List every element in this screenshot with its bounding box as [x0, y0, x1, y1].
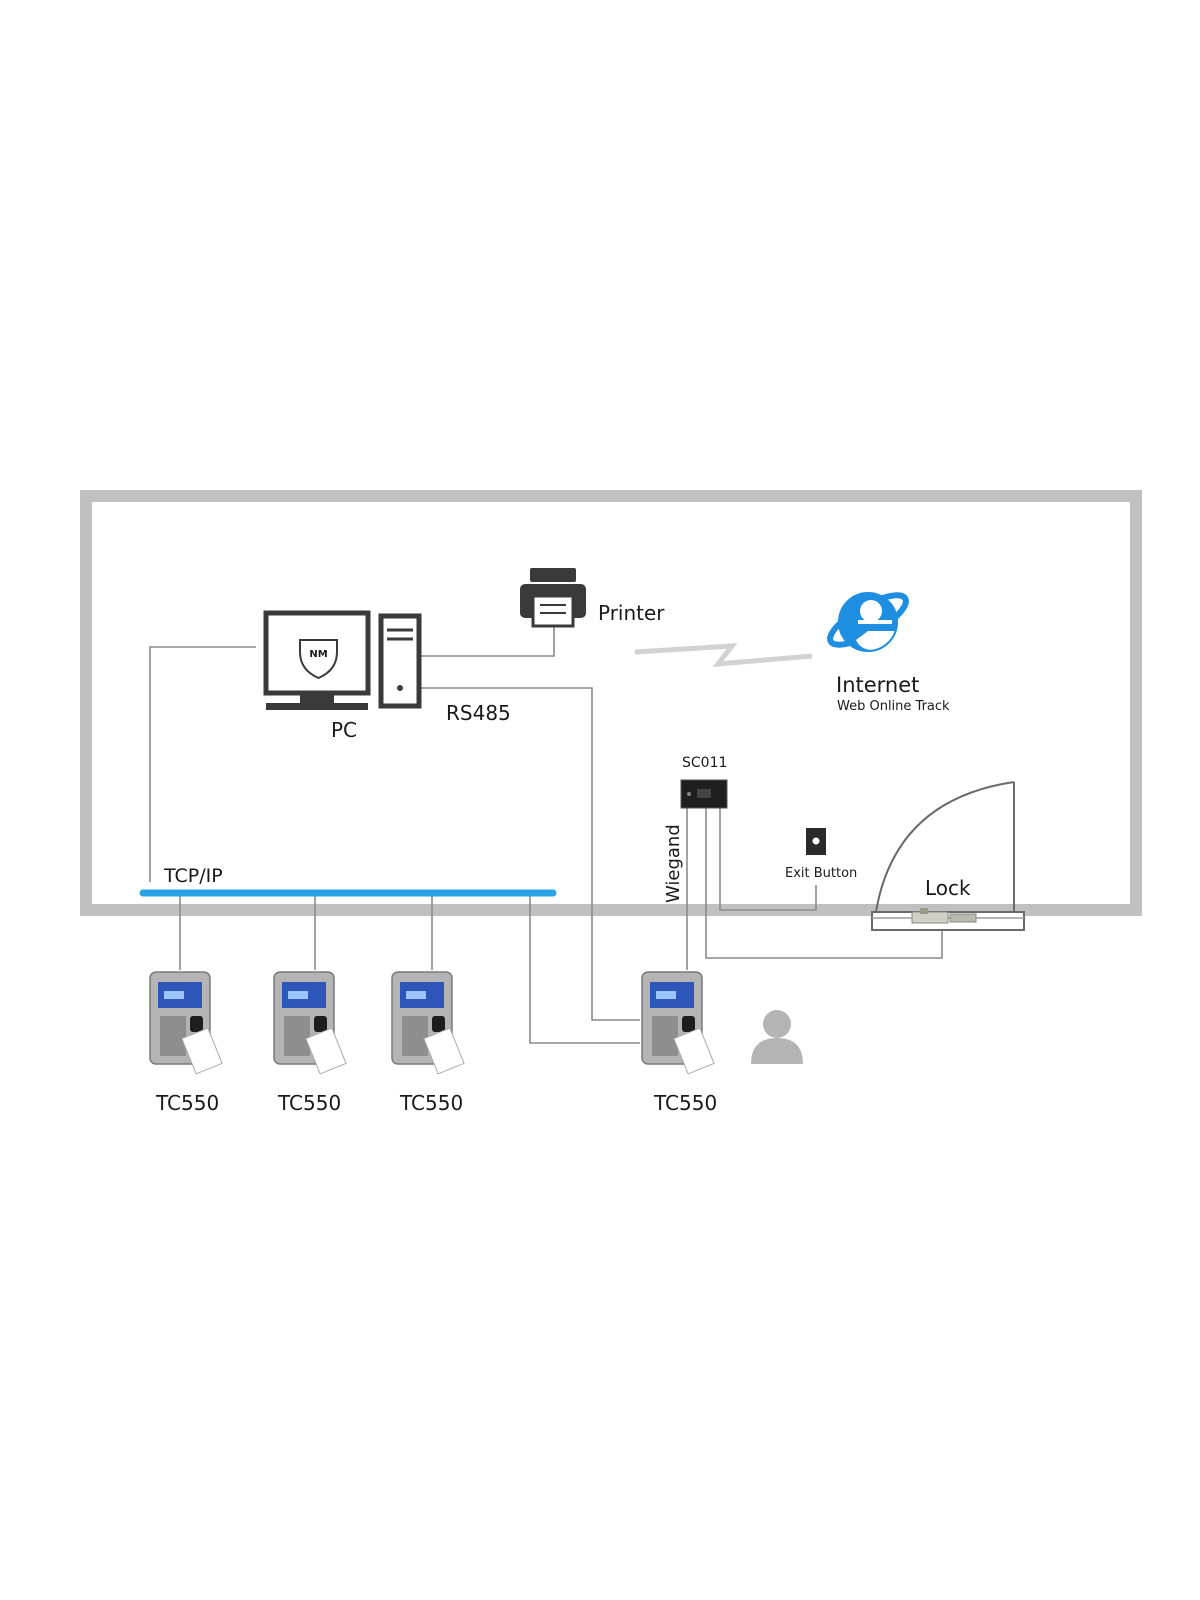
shield-logo-icon: [299, 639, 338, 680]
wire-rs485: [418, 687, 640, 1021]
lock-label: Lock: [925, 876, 971, 900]
monitor-logo: NM: [309, 649, 327, 660]
room-boundary: [80, 490, 1142, 916]
fingerprint-terminal-icon: [273, 971, 347, 1075]
fingerprint-terminal-icon: [391, 971, 465, 1075]
web-online-track-label: Web Online Track: [837, 699, 950, 714]
wire-lock: [705, 808, 943, 959]
user-silhouette-icon: [751, 1010, 803, 1064]
wires: [149, 620, 943, 1044]
terminal-2-label: TC550: [277, 1091, 341, 1115]
tcp-ip-label: TCP/IP: [163, 865, 223, 887]
wire-tower-printer: [418, 620, 555, 657]
terminal-4: [641, 971, 715, 1075]
terminal-3-label: TC550: [399, 1091, 463, 1115]
terminal-3: [391, 971, 465, 1075]
exit-button-icon: [806, 828, 826, 855]
internet-explorer-icon: [827, 592, 909, 652]
exit-button-label: Exit Button: [785, 866, 857, 881]
printer-icon: [520, 568, 586, 628]
internet-label: Internet: [836, 673, 919, 697]
fingerprint-terminal-icon: [641, 971, 715, 1075]
terminal-4-label: TC550: [653, 1091, 717, 1115]
pc-monitor-icon: NM: [263, 610, 371, 710]
terminal-2: [273, 971, 347, 1075]
wire-exit-button: [719, 808, 817, 911]
terminal-1-label: TC550: [155, 1091, 219, 1115]
pc-label: PC: [331, 718, 357, 742]
computer-tower-icon: [378, 613, 422, 709]
wiegand-label: Wiegand: [663, 824, 684, 903]
rs485-label: RS485: [446, 701, 511, 725]
access-controller-icon: [680, 779, 728, 809]
wire-bus-terminal4: [529, 890, 640, 1044]
lock-hardware-icon: [911, 908, 977, 924]
terminal-1: [149, 971, 223, 1075]
fingerprint-terminal-icon: [149, 971, 223, 1075]
wire-pc-tcp: [149, 646, 256, 882]
printer-label: Printer: [598, 601, 665, 625]
wireless-link: [634, 643, 813, 667]
sc011-label: SC011: [682, 755, 727, 771]
